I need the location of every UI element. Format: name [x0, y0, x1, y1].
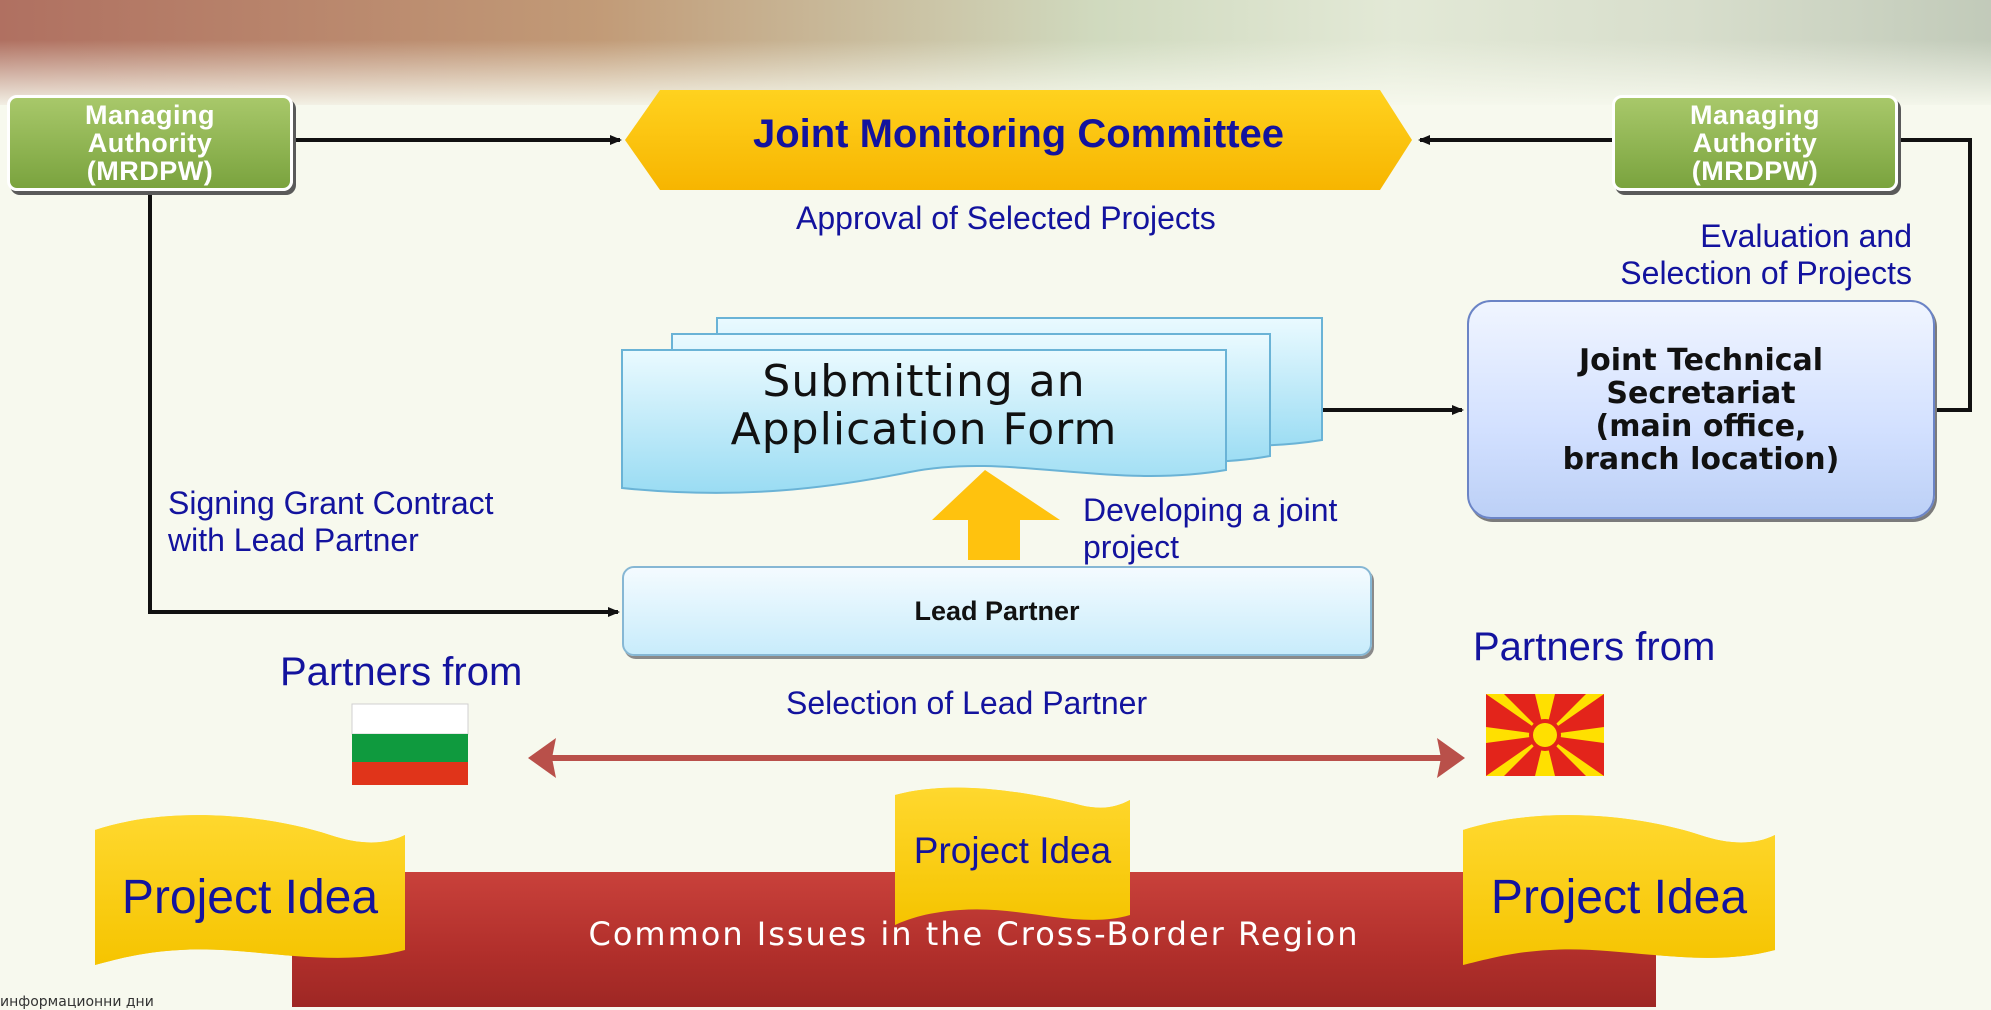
connector-lines	[148, 135, 1972, 617]
lead-partner-label: Lead Partner	[914, 595, 1080, 626]
project-idea-right-label: Project Idea	[1490, 871, 1748, 924]
signing-label-line1: Signing Grant Contract	[168, 485, 494, 521]
macedonia-flag	[1486, 694, 1604, 776]
managing-authority-left-label: Managing Authority (MRDPW)	[85, 100, 215, 186]
signing-label: Signing Grant Contract with Lead Partner	[168, 485, 494, 559]
developing-up-arrow	[932, 470, 1060, 560]
jts-line4: branch location)	[1562, 441, 1840, 477]
project-idea-center-label: Project Idea	[913, 830, 1112, 871]
joint-technical-secretariat: Joint Technical Secretariat (main office…	[1467, 300, 1935, 519]
developing-label: Developing a joint project	[1083, 492, 1337, 566]
jts-line1: Joint Technical	[1578, 342, 1824, 378]
developing-label-line1: Developing a joint	[1083, 492, 1338, 528]
managing-authority-right: Managing Authority (MRDPW)	[1612, 95, 1898, 191]
signing-label-line2: with Lead Partner	[168, 522, 419, 558]
selection-double-arrow	[528, 738, 1465, 778]
arrow-ma-left-to-lead	[148, 190, 620, 617]
managing-authority-left: Managing Authority (MRDPW)	[7, 95, 293, 191]
evaluation-label-line2: Selection of Projects	[1620, 255, 1912, 291]
project-idea-left-label: Project Idea	[121, 871, 379, 924]
lead-partner-box: Lead Partner	[622, 566, 1372, 656]
approval-label: Approval of Selected Projects	[796, 200, 1216, 236]
application-form-label: Submitting an Application Form	[622, 358, 1226, 454]
jts-line3: (main office,	[1595, 408, 1807, 444]
partners-from-left: Partners from	[280, 650, 523, 694]
arrow-jts-to-ma-right	[1888, 135, 1972, 412]
evaluation-label-line1: Evaluation and	[1700, 218, 1912, 254]
application-form-stack	[621, 317, 1323, 494]
developing-label-line2: project	[1083, 529, 1180, 565]
bulgaria-flag	[351, 703, 469, 785]
partners-from-right: Partners from	[1473, 625, 1716, 669]
common-issues-text: Common Issues in the Cross-Border Region	[588, 915, 1360, 953]
evaluation-label: Evaluation and Selection of Projects	[1540, 218, 1912, 292]
jmc-shape	[625, 90, 1412, 190]
jmc-label: Joint Monitoring Committee	[752, 112, 1285, 156]
edge-fragment-text: информационни дни	[0, 994, 154, 1010]
application-form-line2: Application Form	[730, 404, 1118, 455]
managing-authority-right-label: Managing Authority (MRDPW)	[1690, 100, 1820, 186]
selection-lead-partner-label: Selection of Lead Partner	[786, 685, 1148, 721]
jts-line2: Secretariat	[1606, 375, 1796, 411]
application-form-line1: Submitting an	[762, 356, 1086, 407]
